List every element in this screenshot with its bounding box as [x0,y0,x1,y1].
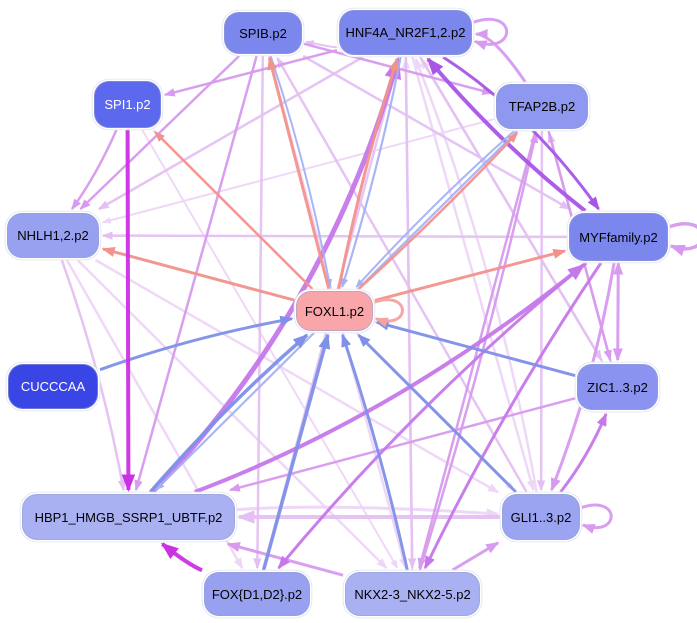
graph-node-MYF[interactable]: MYFfamily.p2 [569,213,668,261]
edge-HBP1-to-GLI [236,505,500,519]
graph-node-SPI1[interactable]: SPI1.p2 [94,81,161,128]
edge-SPIB-to-FOX [253,55,265,570]
edge-FOXL1-to-SPI1 [154,131,314,290]
graph-node-GLI[interactable]: GLI1..3.p2 [502,494,580,540]
node-label-FOXL1: FOXL1.p2 [304,303,365,319]
graph-node-ZIC[interactable]: ZIC1..3.p2 [577,364,658,410]
edge-NKX-to-GLI [451,541,500,572]
edge-HNF4A-to-NKX [404,56,417,570]
edge-TFAP2B-to-GLI [536,130,546,492]
edge-SPI1-to-NHLH [70,129,118,211]
node-label-CUCCCAA: CUCCCAA [20,379,86,394]
edge-TFAP2B-to-HNF4A [474,29,527,83]
node-label-HNF4A: HNF4A_NR2F1,2.p2 [345,25,466,40]
edge-FOXL1-to-TFAP2B [357,132,519,290]
edge-FOX-to-FOXL1 [261,333,331,571]
graph-node-SPIB[interactable]: SPIB.p2 [224,12,302,54]
node-label-NHLH: NHLH1,2.p2 [17,228,89,243]
graph-node-HBP1[interactable]: HBP1_HMGB_SSRP1_UBTF.p2 [22,494,235,540]
edge-SPI1-to-NKX [141,129,399,569]
node-label-SPIB: SPIB.p2 [239,25,287,41]
node-label-FOX: FOX{D1,D2}.p2 [211,586,303,602]
edge-ZIC-to-HBP1 [228,397,576,492]
graph-node-FOXL1[interactable]: FOXL1.p2 [296,291,373,331]
edge-TFAP2B-to-FOXL1 [355,130,515,288]
graph-node-CUCCCAA[interactable]: CUCCCAA [8,364,98,409]
edge-HNF4A-to-ZIC [419,56,603,362]
edge-SPI1-to-HBP1 [121,129,136,492]
self-loop-FOXL1 [370,298,404,328]
edge-MYF-to-NHLH [101,231,568,240]
node-label-NKX: NKX2-3_NKX2-5.p2 [354,586,471,602]
edge-MYF-to-FOX [277,261,588,570]
self-loop-GLI [577,503,613,534]
edge-MYF-to-NKX [423,262,603,570]
edge-GLI-to-FOXL1 [357,333,517,494]
edge-GLI-to-ZIC [559,412,608,493]
edge-GLI-to-SPIB [276,56,528,493]
graph-node-HNF4A[interactable]: HNF4A_NR2F1,2.p2 [339,10,472,55]
edge-HBP1-to-FOXL1 [148,333,309,494]
self-loop-HNF4A [469,17,509,51]
graph-node-FOX[interactable]: FOX{D1,D2}.p2 [204,572,310,616]
edge-NKX-to-FOXL1 [341,333,409,571]
node-label-MYF: MYFfamily.p2 [579,229,658,245]
self-loop-MYF [665,222,697,257]
node-label-GLI: GLI1..3.p2 [510,509,572,525]
edge-SPIB-to-MYF [302,54,571,211]
node-label-SPI1: SPI1.p2 [104,97,151,112]
edge-FOXL1-to-HNF4A [337,57,399,290]
edge-HNF4A-to-FOXL1 [341,56,402,289]
graph-node-NKX[interactable]: NKX2-3_NKX2-5.p2 [345,572,480,616]
edge-FOXL1-to-SPIB [267,56,331,290]
edge-FOX-to-HBP1 [160,542,203,573]
edge-HNF4A-to-NHLH [97,55,364,211]
node-label-HBP1: HBP1_HMGB_SSRP1_UBTF.p2 [34,509,223,525]
edge-SPIB-to-FOXL1 [269,55,333,288]
node-label-TFAP2B: TFAP2B.p2 [508,99,576,114]
edge-HNF4A-to-SPIB [305,40,338,49]
edge-NHLH-to-HBP1 [60,259,127,492]
graph-node-NHLH[interactable]: NHLH1,2.p2 [7,213,99,258]
edge-ZIC-to-FOXL1 [375,320,576,378]
node-label-ZIC: ZIC1..3.p2 [587,379,648,395]
edge-FOXL1-to-MYF [374,248,567,302]
edge-NHLH-to-GLI [94,258,500,494]
edge-HBP1-to-MYF [193,263,586,494]
edge-MYF-to-ZIC [612,261,624,362]
edge-HBP1-to-HNF4A [150,56,402,494]
edge-SPIB-to-NHLH [79,55,240,210]
edge-HNF4A-to-SPI1 [163,48,338,97]
graph-node-TFAP2B[interactable]: TFAP2B.p2 [496,84,588,129]
edge-FOXL1-to-NHLH [101,247,295,302]
edge-CUCCCAA-to-FOXL1 [99,315,294,372]
